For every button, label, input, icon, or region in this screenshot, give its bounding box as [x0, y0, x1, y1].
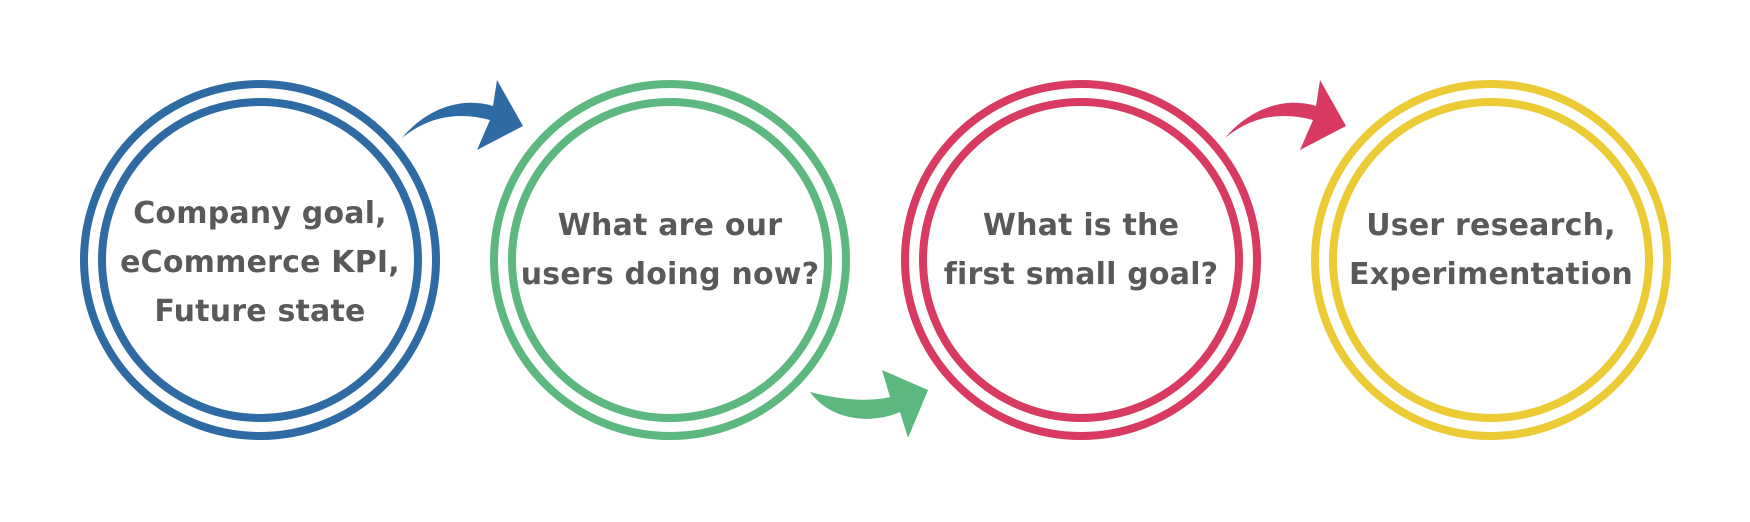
step-1-label: Company goal, eCommerce KPI, Future stat… [110, 189, 410, 336]
step-3-line-2: first small goal? [943, 257, 1219, 292]
step-1-line-1: Company goal, [133, 196, 387, 231]
step-4-line-1: User research, [1366, 208, 1616, 243]
curved-arrow-up-right-icon [402, 80, 523, 150]
step-1-circle [80, 80, 440, 440]
step-2-label: What are our users doing now? [520, 201, 820, 299]
step-3-line-1: What is the [982, 208, 1180, 243]
step-2-line-2: users doing now? [520, 257, 820, 292]
step-4-circle [1311, 80, 1671, 440]
step-3-label: What is the first small goal? [931, 201, 1231, 299]
step-4-line-2: Experimentation [1349, 257, 1633, 292]
step-2-circle [490, 80, 850, 440]
curved-arrow-up-right-icon [1225, 80, 1346, 150]
step-4-label: User research, Experimentation [1341, 201, 1641, 299]
step-3-circle [901, 80, 1261, 440]
step-1-line-3: Future state [154, 294, 366, 329]
step-1-line-2: eCommerce KPI, [120, 245, 400, 280]
curved-arrow-down-right-icon [810, 370, 928, 438]
step-2-line-1: What are our [557, 208, 783, 243]
